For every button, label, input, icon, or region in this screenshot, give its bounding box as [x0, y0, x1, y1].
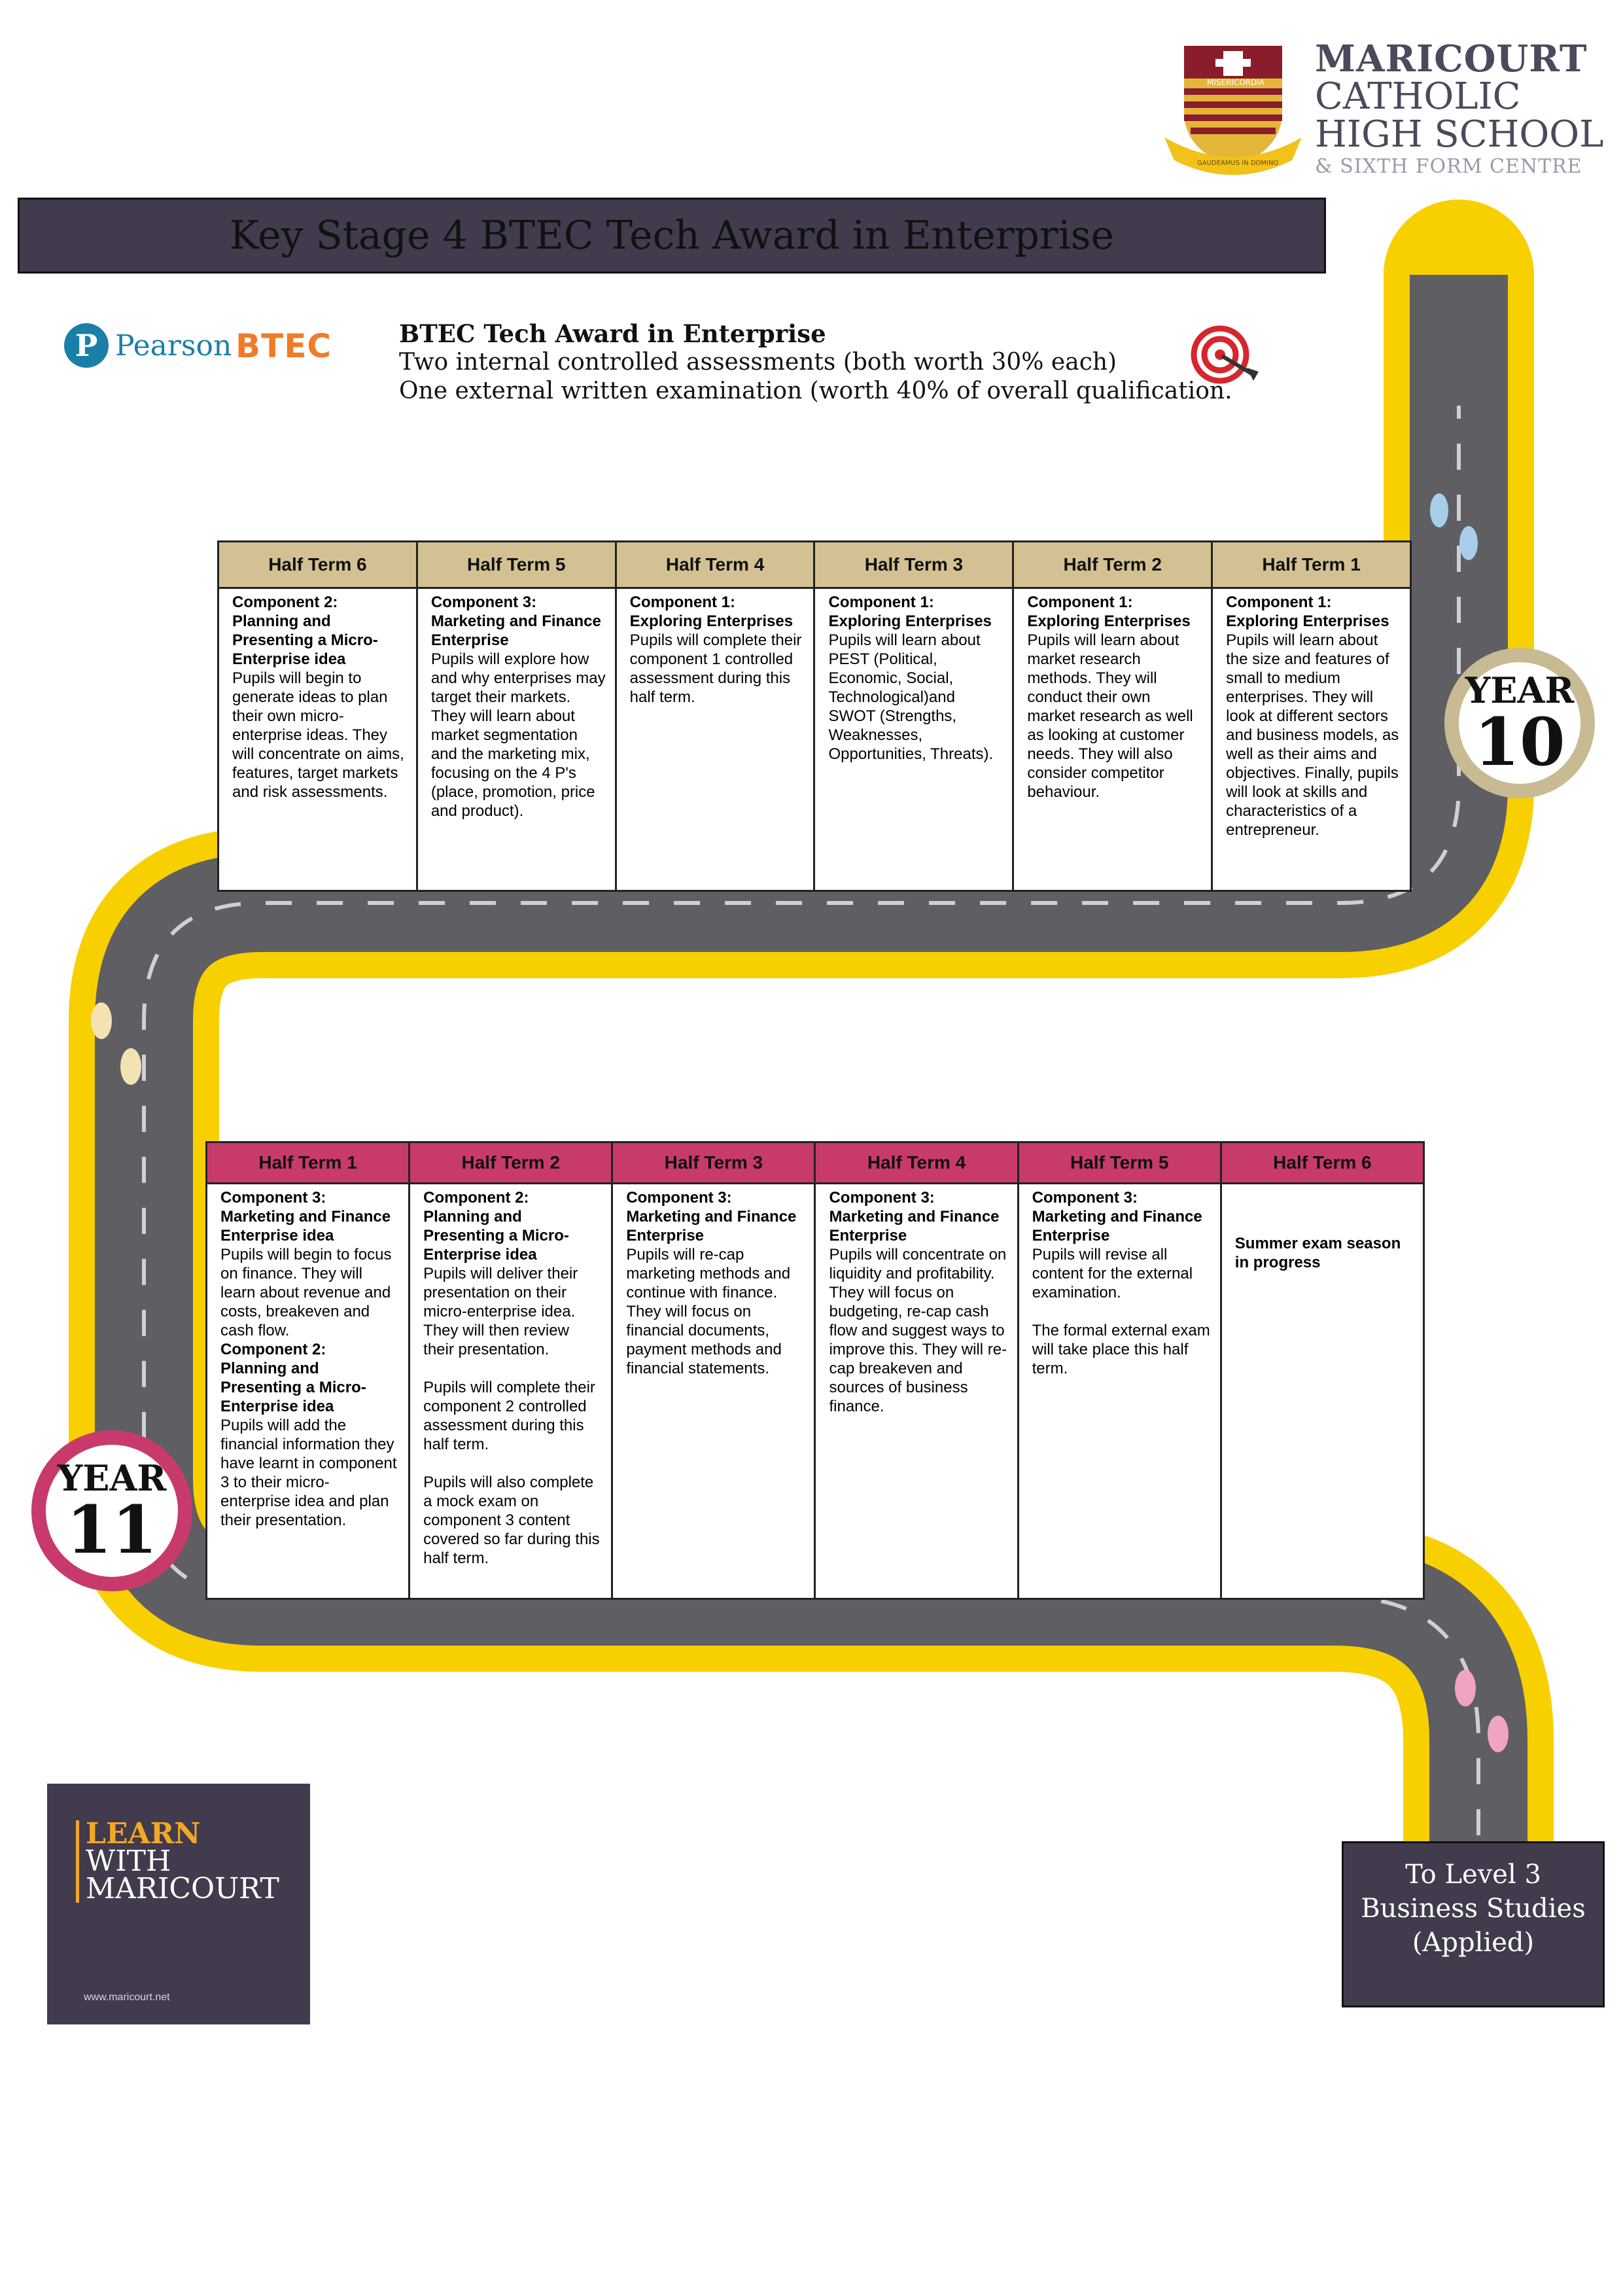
y10-cell-ht5: Component 3: Marketing and Finance Enter… — [415, 587, 617, 892]
intro-block: BTEC Tech Award in Enterprise Two intern… — [399, 319, 1232, 406]
y11-text-ht4: Pupils will concentrate on liquidity and… — [829, 1246, 1007, 1415]
y10-text-ht5: Pupils will explore how and why enterpri… — [430, 650, 606, 820]
year11-content-row: Component 3: Marketing and Finance Enter… — [205, 1182, 1425, 1600]
y10-header-ht4: Half Term 4 — [614, 540, 816, 589]
pearson-logo: P Pearson — [64, 323, 232, 368]
target-icon — [1191, 325, 1259, 384]
y11-header-ht3: Half Term 3 — [611, 1141, 816, 1184]
y11-component-ht4: Component 3: Marketing and Finance Enter… — [829, 1189, 1000, 1245]
learn-with-maricourt-panel: LEARN WITH MARICOURT www.maricourt.net — [47, 1784, 310, 2024]
learn-line2: WITH — [86, 1845, 171, 1878]
year11-badge-number: 11 — [66, 1491, 158, 1568]
y10-component-ht6: Component 2: Planning and Presenting a M… — [232, 593, 378, 668]
y11-text-ht1: Pupils will begin to focus on finance. T… — [220, 1246, 392, 1339]
year10-badge-number: 10 — [1474, 703, 1565, 781]
y11-cell-ht4: Component 3: Marketing and Finance Enter… — [814, 1182, 1019, 1600]
y11-header-ht6: Half Term 6 — [1219, 1141, 1425, 1184]
crest-banner-text: MISERICORDIA — [1207, 78, 1265, 87]
y10-header-ht5: Half Term 5 — [415, 540, 617, 589]
school-crest-icon: MISERICORDIA GAUDEAMUS IN DOMINO — [1164, 46, 1302, 175]
pearson-wordmark: Pearson — [115, 328, 232, 362]
next-step-box: To Level 3 Business Studies (Applied) — [1342, 1841, 1605, 2007]
y10-text-ht3: Pupils will learn about PEST (Political,… — [828, 631, 994, 763]
learn-line3: MARICOURT — [86, 1872, 279, 1905]
y11-text-ht5: Pupils will revise all content for the e… — [1032, 1246, 1210, 1377]
intro-heading: BTEC Tech Award in Enterprise — [399, 319, 826, 348]
year10-badge-label: YEAR — [1465, 669, 1575, 711]
footprints-cream-icon — [91, 1002, 141, 1085]
y10-header-ht3: Half Term 3 — [813, 540, 1015, 589]
y11-text-ht3: Pupils will re-cap marketing methods and… — [626, 1246, 791, 1377]
y11-header-ht5: Half Term 5 — [1017, 1141, 1222, 1184]
intro-line2: One external written examination (worth … — [399, 378, 1232, 404]
y11-header-ht4: Half Term 4 — [814, 1141, 1019, 1184]
y11-note-ht6: Summer exam season in progress — [1234, 1235, 1401, 1271]
y10-cell-ht6: Component 2: Planning and Presenting a M… — [217, 587, 418, 892]
y11-component-ht3: Component 3: Marketing and Finance Enter… — [626, 1189, 797, 1245]
y10-text-ht6: Pupils will begin to generate ideas to p… — [232, 669, 404, 801]
y11-component-ht1: Component 3: Marketing and Finance Enter… — [220, 1189, 391, 1245]
year11-table: Half Term 1 Half Term 2 Half Term 3 Half… — [205, 1141, 1425, 1600]
y10-component-ht1: Component 1: Exploring Enterprises — [1226, 593, 1389, 630]
y10-component-ht5: Component 3: Marketing and Finance Enter… — [430, 593, 601, 649]
year10-header-row: Half Term 6 Half Term 5 Half Term 4 Half… — [217, 540, 1412, 589]
y11-cell-ht6: Summer exam season in progress — [1219, 1182, 1425, 1600]
y11-component-ht5: Component 3: Marketing and Finance Enter… — [1032, 1189, 1202, 1245]
y11-cell-ht1: Component 3: Marketing and Finance Enter… — [205, 1182, 411, 1600]
learn-line1: LEARN — [86, 1817, 201, 1850]
y10-text-ht4: Pupils will complete their component 1 c… — [629, 631, 802, 706]
footprints-blue-icon — [1430, 493, 1478, 560]
y11-header-ht2: Half Term 2 — [408, 1141, 614, 1184]
intro-line1: Two internal controlled assessments (bot… — [399, 349, 1117, 376]
btec-logo: BTEC — [236, 327, 332, 365]
y11-text2-ht1: Pupils will add the financial informatio… — [220, 1417, 397, 1529]
school-name-line3: HIGH SCHOOL — [1315, 113, 1604, 156]
year11-badge: YEAR 11 — [31, 1430, 192, 1591]
page-title-bar: Key Stage 4 BTEC Tech Award in Enterpris… — [18, 198, 1326, 274]
y10-text-ht2: Pupils will learn about market research … — [1027, 631, 1193, 801]
y10-header-ht2: Half Term 2 — [1012, 540, 1213, 589]
school-name-line4: & SIXTH FORM CENTRE — [1315, 155, 1582, 178]
y11-cell-ht5: Component 3: Marketing and Finance Enter… — [1017, 1182, 1222, 1600]
learn-logo: LEARN WITH MARICOURT — [76, 1820, 279, 1903]
y11-cell-ht3: Component 3: Marketing and Finance Enter… — [611, 1182, 816, 1600]
year10-content-row: Component 2: Planning and Presenting a M… — [217, 587, 1412, 892]
school-name-line1: MARICOURT — [1315, 37, 1588, 80]
y10-header-ht6: Half Term 6 — [217, 540, 418, 589]
crest-motto-text: GAUDEAMUS IN DOMINO — [1197, 160, 1278, 167]
year10-badge: YEAR 10 — [1444, 648, 1595, 798]
footprints-pink-icon — [1455, 1670, 1509, 1752]
y11-cell-ht2: Component 2: Planning and Presenting a M… — [408, 1182, 614, 1600]
y11-component-ht2: Component 2: Planning and Presenting a M… — [423, 1189, 569, 1263]
y10-component-ht4: Component 1: Exploring Enterprises — [629, 593, 794, 630]
y11-text-ht2: Pupils will deliver their presentation o… — [423, 1265, 600, 1567]
learn-url[interactable]: www.maricourt.net — [84, 1992, 170, 2003]
y10-component-ht3: Component 1: Exploring Enterprises — [828, 593, 992, 630]
page-title: Key Stage 4 BTEC Tech Award in Enterpris… — [229, 213, 1115, 258]
y11-component2-ht1: Component 2: Planning and Presenting a M… — [220, 1341, 366, 1415]
school-name-line2: CATHOLIC — [1315, 75, 1521, 118]
year11-header-row: Half Term 1 Half Term 2 Half Term 3 Half… — [205, 1141, 1425, 1184]
y10-header-ht1: Half Term 1 — [1211, 540, 1412, 589]
year11-badge-label: YEAR — [57, 1457, 167, 1499]
year10-table: Half Term 6 Half Term 5 Half Term 4 Half… — [217, 540, 1412, 892]
pearson-p-icon: P — [64, 323, 109, 368]
y11-header-ht1: Half Term 1 — [205, 1141, 411, 1184]
school-name: MARICOURT CATHOLIC HIGH SCHOOL & SIXTH F… — [1315, 41, 1616, 177]
y10-component-ht2: Component 1: Exploring Enterprises — [1027, 593, 1191, 630]
y10-text-ht1: Pupils will learn about the size and fea… — [1226, 631, 1399, 839]
